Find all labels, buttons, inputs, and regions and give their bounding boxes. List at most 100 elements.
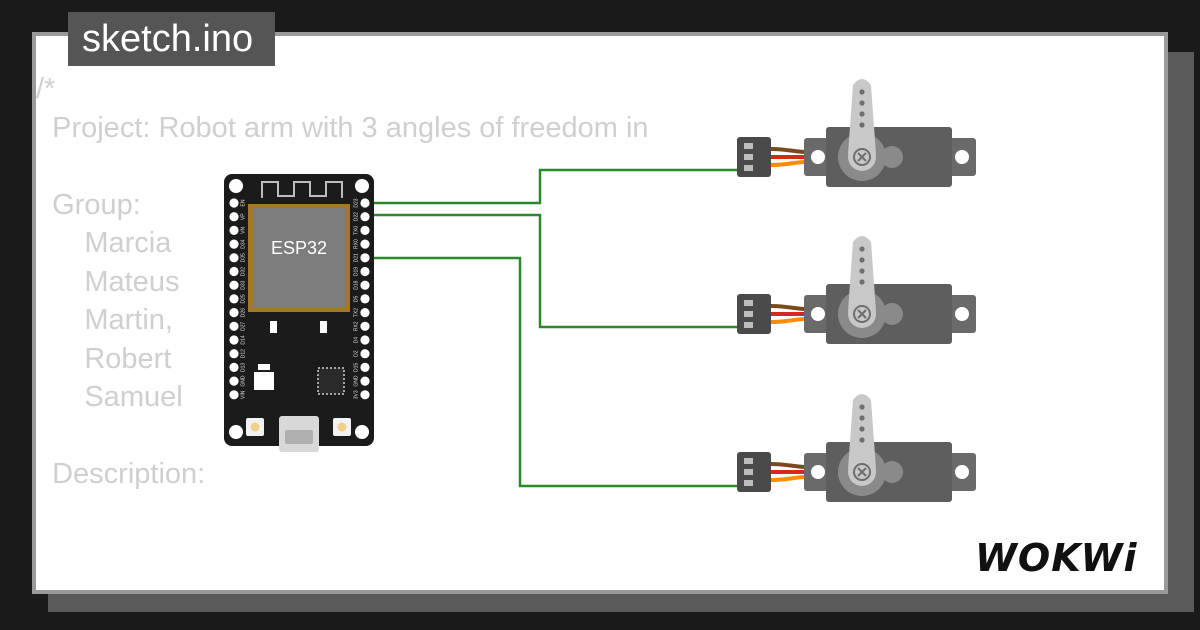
code-line: Mateus <box>84 265 180 298</box>
pin-d25[interactable] <box>229 294 239 304</box>
pin-d2[interactable] <box>360 349 370 359</box>
horn-screw-cross <box>857 467 867 477</box>
pin-label: D32 <box>240 267 246 276</box>
pin-vp[interactable] <box>229 212 239 222</box>
pin-label: VP <box>240 213 246 220</box>
pin-d15[interactable] <box>360 362 370 372</box>
connector-pin <box>744 143 753 149</box>
pin-label: D5 <box>353 295 359 302</box>
horn-hole <box>859 89 865 95</box>
pin-gnd[interactable] <box>229 376 239 386</box>
led <box>320 321 327 333</box>
pin-rx0[interactable] <box>360 239 370 249</box>
wokwi-logo: WOKWi <box>975 536 1138 580</box>
code-line: Robert <box>84 342 172 375</box>
code-line: Description: <box>52 458 206 490</box>
horn-hole <box>859 279 865 285</box>
code-line: Martin, <box>84 304 173 336</box>
horn-screw <box>853 305 871 323</box>
connector-pin <box>744 165 753 171</box>
pin-d12[interactable] <box>229 349 239 359</box>
servo-2[interactable] <box>737 236 976 344</box>
connector-pin <box>744 480 753 486</box>
pin-label: D13 <box>240 363 246 372</box>
pin-d23[interactable] <box>360 198 370 208</box>
pin-vn[interactable] <box>229 225 239 235</box>
pin-d4[interactable] <box>360 335 370 345</box>
pin-label: D4 <box>353 337 359 344</box>
pin-label: D12 <box>240 349 246 358</box>
wire-d22-servo-2[interactable] <box>368 213 744 329</box>
boot-button-cap <box>250 422 260 432</box>
horn-screw-cross <box>857 152 867 162</box>
pin-rx2[interactable] <box>360 321 370 331</box>
flange-hole <box>811 465 825 479</box>
flange-hole <box>811 307 825 321</box>
antenna-trace <box>261 181 343 198</box>
pin-d26[interactable] <box>229 308 239 318</box>
servo-gear-housing <box>881 303 903 325</box>
pin-gnd[interactable] <box>360 376 370 386</box>
pin-d13[interactable] <box>229 362 239 372</box>
pin-d14[interactable] <box>229 335 239 345</box>
filename-tab[interactable]: sketch.ino <box>68 12 276 66</box>
pin-label: D15 <box>353 363 359 372</box>
pin-d5[interactable] <box>360 294 370 304</box>
led <box>270 321 277 333</box>
code-line: /* <box>36 73 56 105</box>
pin-d34[interactable] <box>229 239 239 249</box>
pin-d22[interactable] <box>360 212 370 222</box>
regulator <box>254 372 274 390</box>
pin-3v3[interactable] <box>360 390 370 400</box>
horn-screw <box>853 463 871 481</box>
pin-d21[interactable] <box>360 253 370 263</box>
pin-label: D35 <box>240 253 246 262</box>
pin-label: TX0 <box>353 226 359 235</box>
horn-hole <box>859 111 865 117</box>
connector-pin <box>744 469 753 475</box>
pin-label: D25 <box>240 294 246 303</box>
servo-3[interactable] <box>737 394 976 502</box>
pin-tx0[interactable] <box>360 225 370 235</box>
pin-label: VIN <box>240 390 246 399</box>
pin-d27[interactable] <box>229 321 239 331</box>
servo-horn[interactable] <box>848 236 876 328</box>
connector-pin <box>744 300 753 306</box>
pin-label: TX2 <box>353 308 359 317</box>
pin-en[interactable] <box>229 198 239 208</box>
pin-label: GND <box>353 375 359 387</box>
pin-d33[interactable] <box>229 280 239 290</box>
right-pin-header: D23D22TX0RX0D21D19D18D5TX2RX2D4D2D15GND3… <box>353 198 370 400</box>
code-line: Group: <box>52 188 141 221</box>
servo-horn[interactable] <box>848 394 876 486</box>
pin-label: D23 <box>353 198 359 207</box>
pin-d18[interactable] <box>360 280 370 290</box>
horn-hole <box>859 257 865 263</box>
wire-d23-servo-1[interactable] <box>368 168 744 205</box>
esp32-board[interactable]: ESP32 ENVPVND34D35D32D33D25D26D27D14D12D… <box>224 174 374 452</box>
usb-port-inner <box>285 430 313 444</box>
pin-label: D14 <box>240 335 246 344</box>
pin-label: D21 <box>353 253 359 262</box>
pin-label: 3V3 <box>353 390 359 399</box>
flange-hole <box>955 465 969 479</box>
code-line: Marcia <box>84 227 172 259</box>
pin-d19[interactable] <box>360 266 370 277</box>
wire-d21-servo-3[interactable] <box>368 256 744 488</box>
servo-connector[interactable] <box>737 452 771 492</box>
pin-tx2[interactable] <box>360 308 370 318</box>
mount-hole <box>229 179 243 193</box>
servo-horn[interactable] <box>848 79 876 171</box>
pin-label: RX2 <box>353 321 359 331</box>
servo-1[interactable] <box>737 79 976 187</box>
flange-hole <box>811 150 825 164</box>
servo-connector[interactable] <box>737 294 771 334</box>
pin-vin[interactable] <box>229 390 239 400</box>
regulator-tab <box>258 364 270 370</box>
horn-hole <box>859 415 865 421</box>
pin-d32[interactable] <box>229 266 239 277</box>
horn-hole <box>859 268 865 274</box>
pin-d35[interactable] <box>229 253 239 263</box>
servo-connector[interactable] <box>737 137 771 177</box>
pin-label: D18 <box>353 280 359 289</box>
